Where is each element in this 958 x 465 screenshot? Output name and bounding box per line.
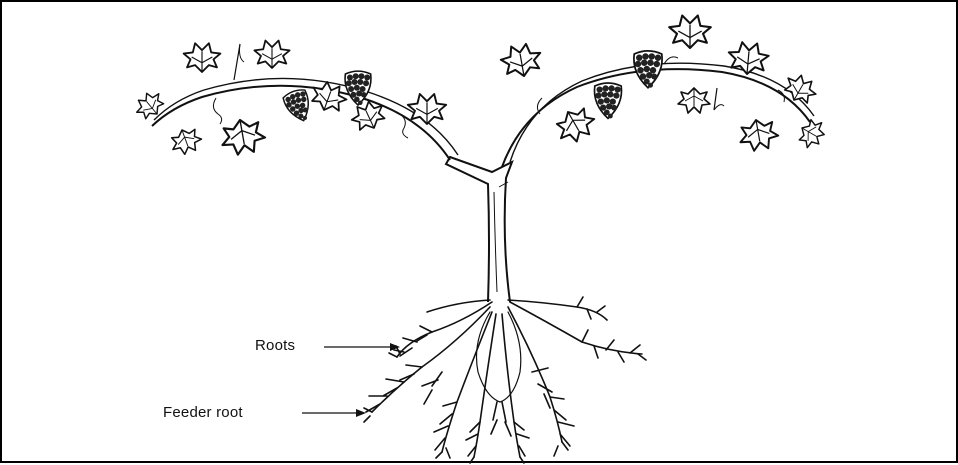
roots-label: Roots <box>255 337 295 354</box>
root-system <box>364 297 646 463</box>
vine-trunk <box>446 157 512 302</box>
right-cordon <box>502 63 814 167</box>
label-arrows <box>302 343 400 417</box>
feeder-root-label: Feeder root <box>163 404 243 421</box>
vine-leaves <box>132 16 829 158</box>
